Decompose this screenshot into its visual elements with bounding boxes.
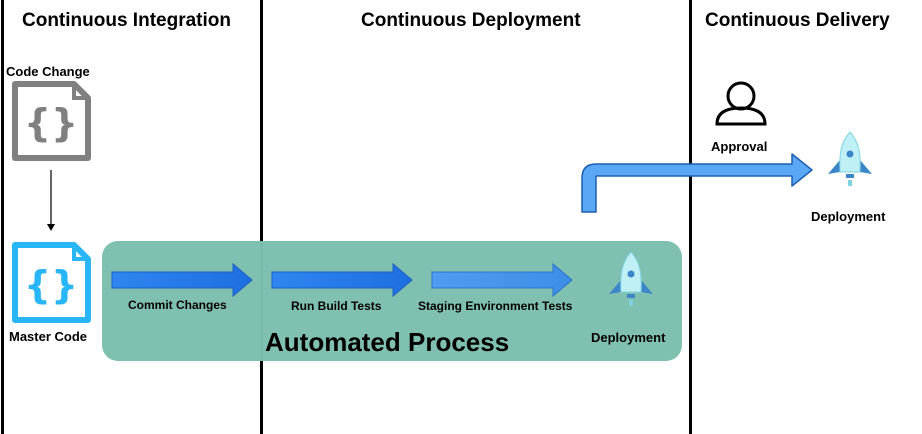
divider-ci-cd	[260, 0, 263, 434]
deployment-outer-label: Deployment	[811, 209, 886, 224]
code-file-icon: {}	[12, 242, 91, 323]
step-label-staging: Staging Environment Tests	[418, 299, 573, 313]
automated-process-band	[102, 241, 682, 361]
step-arrow-build	[271, 262, 413, 298]
rocket-icon	[828, 131, 872, 186]
step-arrow-commit	[111, 262, 253, 298]
section-title-ci: Continuous Integration	[22, 10, 231, 31]
automated-process-title: Automated Process	[265, 327, 510, 357]
person-icon	[715, 81, 767, 126]
divider-left	[1, 0, 4, 434]
section-title-delivery: Continuous Delivery	[705, 10, 890, 31]
step-label-commit: Commit Changes	[128, 298, 227, 312]
divider-cd-delivery	[689, 0, 692, 434]
delivery-arrow	[581, 153, 813, 213]
step-arrow-staging	[431, 262, 573, 298]
rocket-icon	[609, 251, 653, 306]
approval-label: Approval	[711, 139, 768, 154]
svg-text:{}: {}	[24, 101, 78, 145]
deployment-inner-label: Deployment	[591, 330, 666, 345]
master-code-label: Master Code	[9, 329, 88, 344]
connector-arrowhead	[47, 224, 55, 231]
code-change-label: Code Change	[6, 64, 90, 79]
step-label-build: Run Build Tests	[291, 299, 382, 313]
svg-text:{}: {}	[24, 263, 78, 307]
code-file-icon: {}	[12, 81, 91, 161]
section-title-cd: Continuous Deployment	[361, 10, 581, 31]
